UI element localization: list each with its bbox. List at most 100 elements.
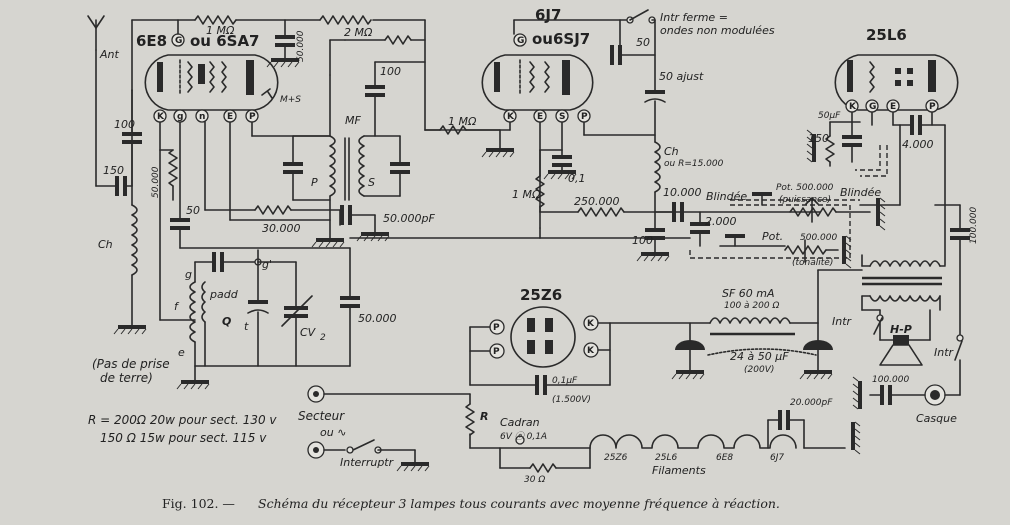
resistor-150-label: 150 bbox=[808, 132, 829, 145]
osc-t-label: t bbox=[244, 320, 249, 333]
switch-intr2 bbox=[954, 334, 964, 396]
tube-25l6-label: 25L6 bbox=[866, 26, 907, 44]
figure-number: Fig. 102. — bbox=[162, 496, 235, 511]
r-label: R bbox=[480, 410, 488, 423]
sf-label-2: 100 à 200 Ω bbox=[724, 301, 779, 311]
resistor-1m-6j7-label: 1 MΩ bbox=[512, 188, 541, 201]
cap-100000-b-label: 100.000 bbox=[872, 375, 909, 385]
r30-label: 30 Ω bbox=[524, 475, 545, 485]
fil-25z6-label: 25Z6 bbox=[604, 453, 628, 463]
cathode-bias-25l6 bbox=[806, 111, 862, 167]
pin-k2-25z6: K bbox=[587, 346, 595, 356]
cap-150-label: 150 bbox=[103, 164, 124, 177]
cap-50-label: 50 bbox=[636, 36, 650, 49]
speaker bbox=[879, 309, 931, 366]
tube-6e8 bbox=[144, 54, 279, 111]
fil-6j7-label: 6J7 bbox=[770, 453, 784, 463]
cap-blindee-gnd bbox=[752, 192, 772, 206]
cap-2000 bbox=[690, 211, 710, 247]
blindee-2: Blindée bbox=[840, 186, 881, 199]
resistor-top-line bbox=[319, 15, 426, 131]
tube-6j7-alt: ou6SJ7 bbox=[532, 30, 590, 48]
osc-e-label: e bbox=[178, 346, 185, 359]
pin-n-6e8: n bbox=[199, 112, 205, 122]
cap-50000-top bbox=[266, 19, 300, 68]
cap-50-osc-label: 50 bbox=[186, 204, 200, 217]
cap-100-plate bbox=[636, 211, 670, 262]
tonalite-label: (tonalité) bbox=[792, 257, 833, 268]
interrupter-top bbox=[619, 9, 656, 24]
cap-50000pf bbox=[339, 205, 390, 242]
tube-6j7-label: 6J7 bbox=[535, 6, 561, 24]
pin-k-25l6: K bbox=[849, 102, 857, 112]
cap-2000-label: 2.000 bbox=[705, 215, 737, 228]
tube-25l6 bbox=[834, 54, 959, 111]
cv2-label: CV bbox=[300, 326, 317, 339]
puissance-label: (puissance) bbox=[779, 195, 831, 205]
filter-choke-sf bbox=[709, 269, 863, 336]
c24-50-label-a: 24 à 50 μF bbox=[730, 350, 789, 363]
cap-50000-b-label: 50.000 bbox=[358, 312, 397, 325]
inter-ferme-2: ondes non modulées bbox=[660, 24, 775, 37]
cap-100000 bbox=[934, 204, 970, 336]
antenna-label: Ant bbox=[99, 48, 119, 61]
pot-puissance bbox=[789, 197, 886, 231]
osc-f-label: f bbox=[174, 300, 180, 313]
no-ground-tap-1: (Pas de prise bbox=[92, 357, 170, 371]
resistor-1m-6j7 bbox=[535, 149, 579, 213]
cap-10000-label: 10.000 bbox=[663, 186, 702, 199]
resistor-1m-mid bbox=[424, 125, 515, 158]
filament-chain bbox=[589, 410, 861, 455]
cap-50-osc bbox=[170, 121, 351, 249]
intr2-label: Intr bbox=[934, 346, 955, 359]
padd-label: padd bbox=[209, 288, 239, 301]
pin-g-6j7: G bbox=[517, 36, 524, 46]
cap-10000 bbox=[654, 202, 821, 222]
r-note-2: 150 Ω 15w pour sect. 115 v bbox=[100, 431, 267, 445]
figure-caption: Schéma du récepteur 3 lampes tous couran… bbox=[258, 496, 780, 511]
casque-label: Casque bbox=[916, 412, 957, 425]
resistor-1m-mid-label: 1 MΩ bbox=[448, 115, 477, 128]
switch-intr bbox=[861, 309, 884, 335]
inter-ferme-1: Intr ferme = bbox=[660, 11, 728, 24]
resistor-50000-label: 50.000 bbox=[151, 166, 161, 198]
tube-6e8-pins bbox=[153, 33, 259, 123]
intr-label: Intr bbox=[832, 315, 853, 328]
cap-0-1-label: 0,1 bbox=[568, 172, 586, 185]
tube-25l6-pins bbox=[845, 99, 939, 113]
cap-100-plate-label: 100 bbox=[632, 234, 653, 247]
tube-6e8-alt: ou 6SA7 bbox=[190, 32, 260, 50]
resistor-1m-top bbox=[177, 15, 286, 25]
resistor-1m-top-label: 1 MΩ bbox=[206, 24, 235, 37]
resistor-250000-label: 250.000 bbox=[574, 195, 620, 208]
mf-label: MF bbox=[345, 114, 361, 127]
pin-k1-25z6: K bbox=[587, 319, 595, 329]
tube-25z6-pins bbox=[489, 315, 599, 359]
cap-4000-label: 4.000 bbox=[902, 138, 934, 151]
pin-p2-25z6: P bbox=[493, 347, 500, 357]
pot-500-2-b: 500.000 bbox=[800, 233, 837, 243]
electrolytic-caps bbox=[671, 322, 833, 380]
resistor-30000-label: 30.000 bbox=[262, 222, 301, 235]
pot-500-2-a: Pot. bbox=[762, 230, 783, 243]
pin-p-25l6: P bbox=[929, 102, 936, 112]
cap-50 bbox=[610, 19, 656, 91]
choke-15000-label-b: ou R=15.000 bbox=[664, 159, 724, 169]
cadran-v-label: 6V ⓞ 0,1A bbox=[500, 431, 547, 442]
osc-q-label: Q bbox=[222, 315, 231, 328]
cap-100000-label: 100.000 bbox=[969, 207, 979, 244]
pin-s-6j7: S bbox=[559, 112, 565, 122]
c24-50-label-b: (200V) bbox=[744, 365, 774, 375]
mf-secondary-label: S bbox=[368, 176, 375, 189]
pot-tonalite bbox=[719, 234, 852, 269]
choke-label: Ch bbox=[98, 238, 113, 251]
no-ground-tap-2: de terre) bbox=[100, 371, 153, 385]
blindee-1: Blindée bbox=[706, 190, 747, 203]
resistor-50000-cathode bbox=[159, 121, 178, 201]
grid-capacitor-100 bbox=[122, 89, 142, 187]
ou-ac-label: ou ∿ bbox=[320, 426, 346, 439]
mains-socket bbox=[307, 385, 471, 459]
tube-6j7 bbox=[481, 54, 594, 111]
cadran-label: Cadran bbox=[500, 416, 540, 429]
